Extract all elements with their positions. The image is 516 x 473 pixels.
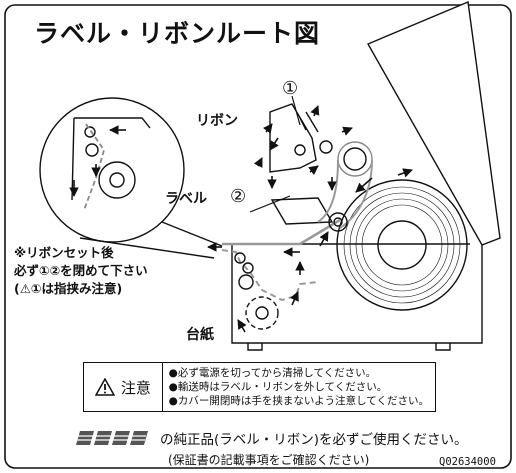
position-markers bbox=[249, 95, 301, 213]
printer-body bbox=[222, 1, 501, 351]
warning-icon bbox=[94, 378, 115, 396]
caution-box: 注意 ●必ず電源を切ってから清掃してください。 ●輸送時はラベル・リボンを外して… bbox=[83, 362, 436, 412]
sato-logo bbox=[76, 431, 148, 445]
outer-border bbox=[4, 4, 512, 469]
caution-item: ●必ず電源を切ってから清掃してください。 bbox=[168, 367, 377, 379]
document-code: Q02634000 bbox=[439, 456, 496, 468]
ribbon-label: リボン bbox=[196, 113, 238, 129]
caution-item: ●カバー開閉時は手を挟まないよう注意してください。 bbox=[168, 395, 429, 407]
ribbon-note-line3: (⚠①は指挟み注意) bbox=[14, 281, 123, 296]
rollers bbox=[234, 212, 348, 330]
caution-header: 注意 bbox=[84, 363, 163, 411]
brand-line: の純正品(ラベル・リボン)を必ずご使用ください。 bbox=[76, 428, 468, 448]
brand-text: の純正品(ラベル・リボン)を必ずご使用ください。 bbox=[160, 432, 468, 448]
label-label: ラベル bbox=[165, 191, 207, 207]
ribbon-path bbox=[317, 159, 373, 229]
marker-1: ① bbox=[282, 78, 299, 99]
caution-list: ●必ず電源を切ってから清掃してください。 ●輸送時はラベル・リボンを外してくださ… bbox=[163, 363, 435, 411]
diagram-title: ラベル・リボンルート図 bbox=[34, 19, 321, 48]
flow-arrows bbox=[69, 105, 413, 333]
detail-magnifier bbox=[39, 97, 223, 259]
label-roll bbox=[336, 179, 468, 311]
warranty-note: (保証書の記載事項をご確認ください) bbox=[168, 453, 370, 467]
ribbon-note: ※リボンセット後 必ず①②を閉めて下さい (⚠①は指挟み注意) bbox=[14, 244, 148, 298]
ribbon-note-line2: 必ず①②を閉めて下さい bbox=[14, 263, 148, 278]
caution-heading: 注意 bbox=[120, 378, 151, 397]
backing-label: 台紙 bbox=[186, 327, 214, 343]
ribbon-note-line1: ※リボンセット後 bbox=[14, 245, 114, 260]
marker-2: ② bbox=[230, 186, 247, 207]
ribbon-rolls bbox=[294, 140, 373, 177]
backing-path bbox=[221, 249, 319, 302]
caution-item: ●輸送時はラベル・リボンを外してください。 bbox=[168, 381, 388, 393]
